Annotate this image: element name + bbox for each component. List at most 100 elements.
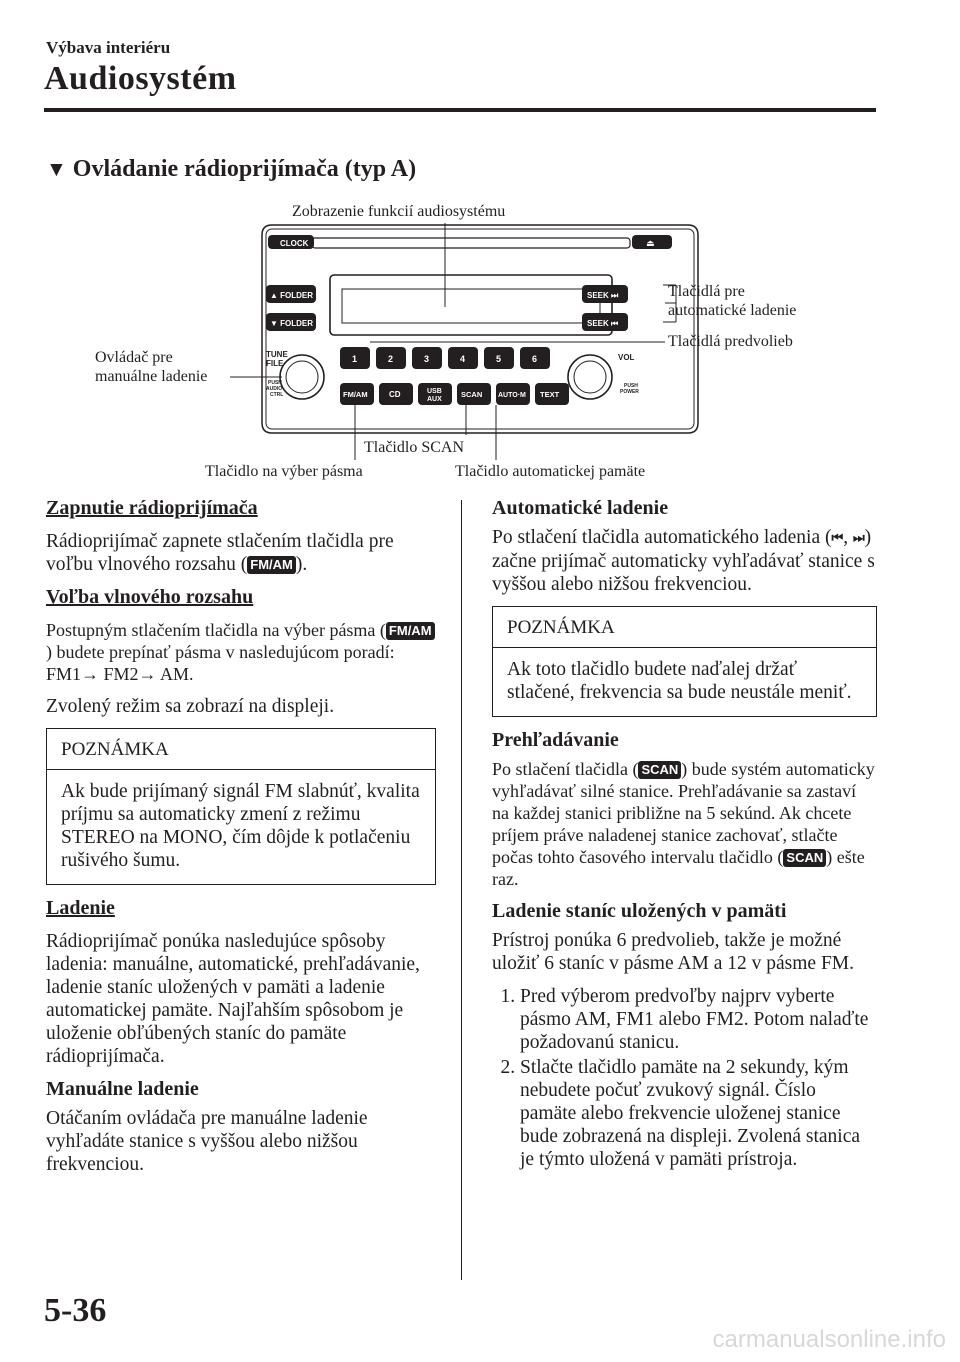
fm-am-button-icon: FM/AM bbox=[247, 556, 296, 574]
watermark: carmanualsonline.info bbox=[712, 1326, 946, 1353]
tune-knob-outer bbox=[279, 354, 325, 400]
heading-auto-tuning: Automatické ladenie bbox=[492, 497, 669, 519]
heading-preset-tuning: Ladenie staníc uložených v pamäti bbox=[492, 900, 787, 922]
display bbox=[329, 274, 613, 336]
text: ) ešte raz. bbox=[492, 847, 865, 889]
text: ) budete prepínať pásma v nasledujúcom p… bbox=[46, 642, 395, 684]
paragraph-manual-tuning: Otáčaním ovládača pre manuálne ladenie v… bbox=[46, 1108, 368, 1175]
power-label: POWER bbox=[620, 389, 639, 395]
heading-radio-on: Zapnutie rádioprijímača bbox=[46, 497, 258, 519]
preset-6-button[interactable] bbox=[520, 347, 550, 369]
preset-steps-list: Pred výberom predvoľby najprv vyberte pá… bbox=[492, 985, 877, 1171]
volume-knob-outer bbox=[567, 354, 613, 400]
cd-button[interactable] bbox=[379, 383, 413, 405]
text-label: TEXT bbox=[540, 390, 560, 399]
seek-prev-icon: ⏮ bbox=[831, 531, 844, 546]
seek-up-button[interactable] bbox=[582, 285, 628, 303]
text: ). bbox=[295, 554, 308, 575]
ctrl-label: CTRL bbox=[270, 392, 283, 398]
note-box-seek: POZNÁMKA Ak toto tlačidlo budete naďalej… bbox=[492, 606, 877, 717]
text: Po stlačení tlačidla ( bbox=[492, 759, 639, 779]
function-buttons: FM/AM CD USB AUX SCAN AUTO·M TEXT bbox=[340, 383, 569, 405]
callout-display: Zobrazenie funkcií audiosystému bbox=[292, 203, 506, 220]
folder-up-label: ▲ FOLDER bbox=[270, 291, 313, 300]
text: , bbox=[843, 527, 853, 548]
scan-button-icon: SCAN bbox=[638, 761, 682, 779]
preset-5-button[interactable] bbox=[484, 347, 514, 369]
page-number: 5-36 bbox=[44, 1292, 107, 1329]
display-inner bbox=[341, 288, 601, 324]
text: Rádioprijímač zapnete stlačením tlačidla… bbox=[46, 531, 394, 575]
file-label: FILE bbox=[266, 359, 284, 368]
clock-button[interactable] bbox=[268, 235, 314, 249]
right-column: Automatické ladenie Po stlačení tlačidla… bbox=[492, 497, 877, 1173]
preset-1-label: 1 bbox=[352, 354, 357, 364]
seek-down-button[interactable] bbox=[582, 313, 628, 331]
auto-m-button[interactable] bbox=[496, 383, 530, 405]
paragraph-tuning: Rádioprijímač ponúka nasledujúce spôsoby… bbox=[46, 931, 420, 1067]
vol-label: VOL bbox=[618, 353, 635, 362]
push-power-label: PUSH bbox=[624, 383, 638, 389]
scan-label: SCAN bbox=[461, 390, 482, 399]
heading-manual-tuning: Manuálne ladenie bbox=[46, 1078, 199, 1100]
cd-label: CD bbox=[389, 390, 401, 399]
preset-1-button[interactable] bbox=[340, 347, 370, 369]
preset-2-button[interactable] bbox=[376, 347, 406, 369]
note-body: Ak toto tlačidlo budete naďalej držať st… bbox=[507, 659, 852, 703]
paragraph-radio-on: Rádioprijímač zapnete stlačením tlačidla… bbox=[46, 530, 436, 576]
text: Postupným stlačením tlačidla na výber pá… bbox=[46, 620, 386, 640]
fm-am-button-icon: FM/AM bbox=[385, 622, 435, 640]
preset-3-button[interactable] bbox=[412, 347, 442, 369]
seek-next-icon: ⏭ bbox=[852, 531, 865, 546]
radio-diagram: CLOCK ⏏ ▲ FOLDER ▼ FOLDER SEEK ⏭ SEEK ⏮ … bbox=[230, 223, 699, 460]
callout-band: Tlačidlo na výber pásma bbox=[205, 463, 363, 480]
usb-label: USB bbox=[427, 388, 442, 395]
paragraph-display-mode: Zvolený režim sa zobrazí na displeji. bbox=[46, 696, 335, 717]
callout-automem: Tlačidlo automatickej pamäte bbox=[455, 463, 646, 480]
folder-down-label: ▼ FOLDER bbox=[270, 319, 313, 328]
scan-button-icon: SCAN bbox=[783, 849, 827, 867]
clock-label: CLOCK bbox=[280, 239, 309, 248]
heading-scan: Prehľadávanie bbox=[492, 729, 619, 751]
header-divider bbox=[44, 108, 876, 112]
folder-down-button[interactable] bbox=[266, 313, 316, 331]
callout-manual-1: Ovládač pre bbox=[95, 349, 173, 366]
note-heading: POZNÁMKA bbox=[493, 607, 876, 648]
aux-label: AUX bbox=[427, 396, 442, 403]
audio-label: AUDIO bbox=[266, 386, 282, 392]
usb-aux-button[interactable] bbox=[418, 383, 452, 405]
section-title: ▼Ovládanie rádioprijímača (typ A) bbox=[46, 156, 416, 183]
folder-up-button[interactable] bbox=[266, 285, 316, 303]
cd-slot bbox=[311, 237, 631, 249]
preset-buttons: 1 2 3 4 5 6 bbox=[340, 347, 550, 369]
fmam-button[interactable] bbox=[340, 383, 374, 405]
eject-label: ⏏ bbox=[646, 238, 655, 248]
paragraph-auto-tuning: Po stlačení tlačidla automatického laden… bbox=[492, 526, 877, 596]
note-box-fm: POZNÁMKA Ak bude prijímaný signál FM sla… bbox=[46, 728, 436, 885]
note-heading: POZNÁMKA bbox=[47, 729, 435, 770]
tune-knob-inner bbox=[285, 360, 319, 394]
paragraph-scan: Po stlačení tlačidla (SCAN) bude systém … bbox=[492, 758, 877, 890]
fmam-label: FM/AM bbox=[343, 390, 368, 399]
text-button[interactable] bbox=[535, 383, 569, 405]
tune-label: TUNE bbox=[266, 350, 288, 359]
scan-button[interactable] bbox=[457, 383, 491, 405]
seek-up-label: SEEK ⏭ bbox=[587, 291, 619, 300]
radio-unit-outline bbox=[261, 224, 699, 434]
preset-2-label: 2 bbox=[388, 354, 393, 364]
preset-5-label: 5 bbox=[496, 354, 501, 364]
text: Po stlačení tlačidla automatického laden… bbox=[492, 527, 832, 548]
preset-4-button[interactable] bbox=[448, 347, 478, 369]
seek-down-label: SEEK ⏮ bbox=[587, 319, 618, 328]
volume-knob-inner bbox=[573, 360, 607, 394]
preset-3-label: 3 bbox=[424, 354, 429, 364]
paragraph-band-select: Postupným stlačením tlačidla na výber pá… bbox=[46, 619, 436, 685]
header-section: Výbava interiéru bbox=[46, 38, 171, 57]
eject-button[interactable] bbox=[632, 235, 672, 249]
text: ) začne prijímač automaticky vyhľadávať … bbox=[492, 527, 875, 595]
heading-tuning: Ladenie bbox=[46, 897, 115, 919]
list-item: Pred výberom predvoľby najprv vyberte pá… bbox=[520, 985, 877, 1054]
triangle-down-icon: ▼ bbox=[46, 157, 67, 181]
page-title: Audiosystém bbox=[44, 60, 237, 97]
callout-seek-1: Tlačidlá pre bbox=[668, 283, 745, 300]
